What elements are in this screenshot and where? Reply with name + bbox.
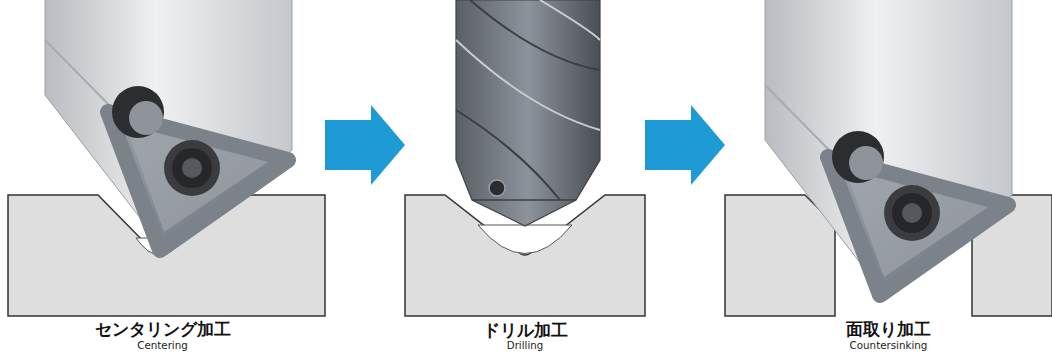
centering-panel: センタリング加工Centering (0, 0, 325, 354)
caption-english: Countersinking (725, 340, 1052, 351)
caption-english: Centering (0, 340, 325, 351)
flow-arrow (325, 105, 405, 185)
caption-japanese: ドリル加工 (405, 322, 645, 340)
caption-japanese: センタリング加工 (0, 321, 325, 339)
centering-tool (45, 0, 292, 250)
caption: センタリング加工Centering (0, 321, 325, 351)
drilling-panel: ドリル加工Drilling (405, 0, 645, 354)
drill-edge (472, 199, 576, 201)
countersinking-panel: 面取り加工Countersinking (725, 0, 1052, 354)
drill (456, 0, 600, 226)
countersinking-tool (765, 0, 1012, 295)
drill-flute (540, 0, 600, 40)
flow-arrow (645, 105, 725, 185)
coolant-hole (489, 180, 505, 196)
cut-area (478, 225, 572, 254)
caption-english: Drilling (405, 340, 645, 351)
drill-flute (456, 40, 600, 130)
drill-flute (470, 0, 600, 70)
caption: ドリル加工Drilling (405, 322, 645, 351)
caption: 面取り加工Countersinking (725, 321, 1052, 351)
workpiece (725, 195, 835, 316)
caption-japanese: 面取り加工 (725, 321, 1052, 339)
drill-flute (456, 110, 560, 200)
